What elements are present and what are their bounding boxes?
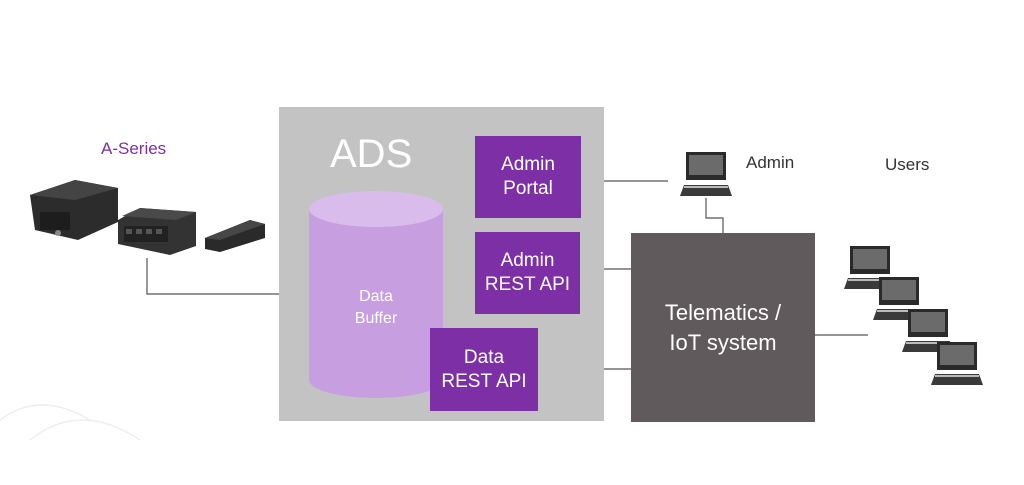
gateway-device-icon <box>118 208 196 255</box>
decor-arcs <box>0 404 141 441</box>
users-label: Users <box>885 155 930 174</box>
desktop-computer-icon <box>931 342 983 385</box>
admin-to-telematics-line <box>705 198 724 233</box>
a-series-label: A-Series <box>101 139 167 158</box>
data-rest-api-box: Data REST API <box>430 328 538 411</box>
tracker-device-icon <box>205 220 265 252</box>
ads-title: ADS <box>330 132 413 176</box>
device-to-buffer-line <box>146 258 309 295</box>
data-buffer-label: Data Buffer <box>354 288 398 327</box>
admin-portal-label: Admin Portal <box>501 154 555 199</box>
admin-portal-box: Admin Portal <box>475 136 581 218</box>
router-device-icon <box>30 180 118 240</box>
desktop-computer-icon <box>680 152 732 196</box>
admin-label: Admin <box>746 153 795 172</box>
admin-rest-api-label: Admin REST API <box>484 250 571 295</box>
telematics-box: Telematics / IoT system <box>631 233 815 422</box>
data-rest-api-label: Data REST API <box>441 346 527 392</box>
admin-rest-api-box: Admin REST API <box>475 232 580 314</box>
telematics-label: Telematics / IoT system <box>664 299 782 355</box>
